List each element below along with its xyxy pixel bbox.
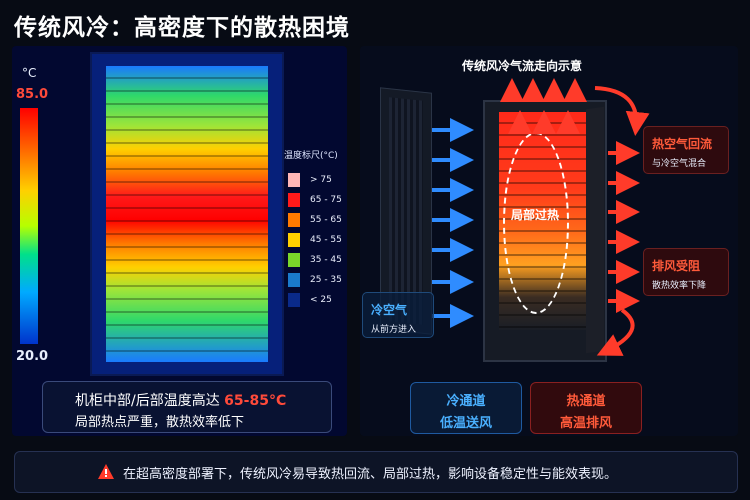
legend-row: < 25 bbox=[288, 290, 342, 310]
cold-air-title: 冷空气 bbox=[371, 303, 408, 317]
legend-row: 35 - 45 bbox=[288, 250, 342, 270]
cold-aisle-sub: 低温送风 bbox=[439, 416, 492, 431]
legend-label: < 25 bbox=[310, 295, 332, 305]
thermal-rack-image bbox=[90, 52, 284, 376]
color-bar bbox=[20, 108, 38, 344]
legend-swatch bbox=[288, 273, 300, 287]
legend-row: 55 - 65 bbox=[288, 210, 342, 230]
hot-air-arrows bbox=[500, 78, 650, 356]
legend-swatch bbox=[288, 213, 300, 227]
hot-aisle-box: 热通道 高温排风 bbox=[530, 382, 642, 434]
legend-swatch bbox=[288, 253, 300, 267]
footer-text: 在超高密度部署下，传统风冷易导致热回流、局部过热，影响设备稳定性与能效表现。 bbox=[123, 467, 618, 482]
legend-label: 65 - 75 bbox=[310, 195, 342, 205]
callout-line2: 局部热点严重，散热效率低下 bbox=[75, 415, 245, 430]
diagram-title: 传统风冷气流走向示意 bbox=[462, 59, 583, 73]
legend-label: 45 - 55 bbox=[310, 235, 342, 245]
exhaust-sub: 散热效率下降 bbox=[652, 281, 707, 291]
hot-aisle-title: 热通道 bbox=[566, 394, 606, 409]
legend-row: > 75 bbox=[288, 170, 342, 190]
hot-return-sub: 与冷空气混合 bbox=[652, 159, 707, 169]
legend-label: 25 - 35 bbox=[310, 275, 342, 285]
temperature-legend: 温度标尺(°C) > 75 65 - 75 55 - 65 45 - 55 35… bbox=[284, 148, 342, 310]
thermal-min: 20.0 bbox=[16, 349, 49, 364]
exhaust-blocked-box: 排风受阻 散热效率下降 bbox=[643, 248, 729, 296]
hot-return-title: 热空气回流 bbox=[652, 137, 713, 151]
thermal-callout: 机柜中部/后部温度高达 65-85°C 局部热点严重，散热效率低下 bbox=[42, 381, 332, 433]
legend-swatch bbox=[288, 193, 300, 207]
legend-label: > 75 bbox=[310, 175, 332, 185]
callout-prefix: 机柜中部/后部温度高达 bbox=[75, 393, 220, 409]
footer-banner: 在超高密度部署下，传统风冷易导致热回流、局部过热，影响设备稳定性与能效表现。 bbox=[14, 451, 738, 493]
exhaust-title: 排风受阻 bbox=[652, 259, 701, 273]
hot-return-box: 热空气回流 与冷空气混合 bbox=[643, 126, 729, 174]
legend-row: 45 - 55 bbox=[288, 230, 342, 250]
legend-swatch bbox=[288, 293, 300, 307]
legend-row: 25 - 35 bbox=[288, 270, 342, 290]
legend-swatch bbox=[288, 173, 300, 187]
legend-label: 35 - 45 bbox=[310, 255, 342, 265]
legend-swatch bbox=[288, 233, 300, 247]
callout-value: 65-85°C bbox=[224, 393, 287, 409]
hot-aisle-sub: 高温排风 bbox=[559, 416, 612, 431]
cold-air-box: 冷空气 从前方进入 bbox=[362, 292, 434, 338]
hotspot-label: 局部过热 bbox=[510, 208, 559, 222]
cold-aisle-title: 冷通道 bbox=[446, 394, 486, 409]
thermal-max: 85.0 bbox=[16, 87, 49, 102]
cold-aisle-box: 冷通道 低温送风 bbox=[410, 382, 522, 434]
legend-label: 55 - 65 bbox=[310, 215, 342, 225]
cold-air-sub: 从前方进入 bbox=[371, 325, 417, 335]
thermal-unit: °C bbox=[22, 66, 37, 80]
callout-line1: 机柜中部/后部温度高达 65-85°C bbox=[75, 390, 286, 410]
legend-row: 65 - 75 bbox=[288, 190, 342, 210]
legend-title: 温度标尺(°C) bbox=[284, 151, 338, 161]
page-title: 传统风冷：高密度下的散热困境 bbox=[14, 15, 350, 41]
warning-icon bbox=[98, 464, 114, 479]
cold-air-arrows bbox=[432, 118, 474, 328]
